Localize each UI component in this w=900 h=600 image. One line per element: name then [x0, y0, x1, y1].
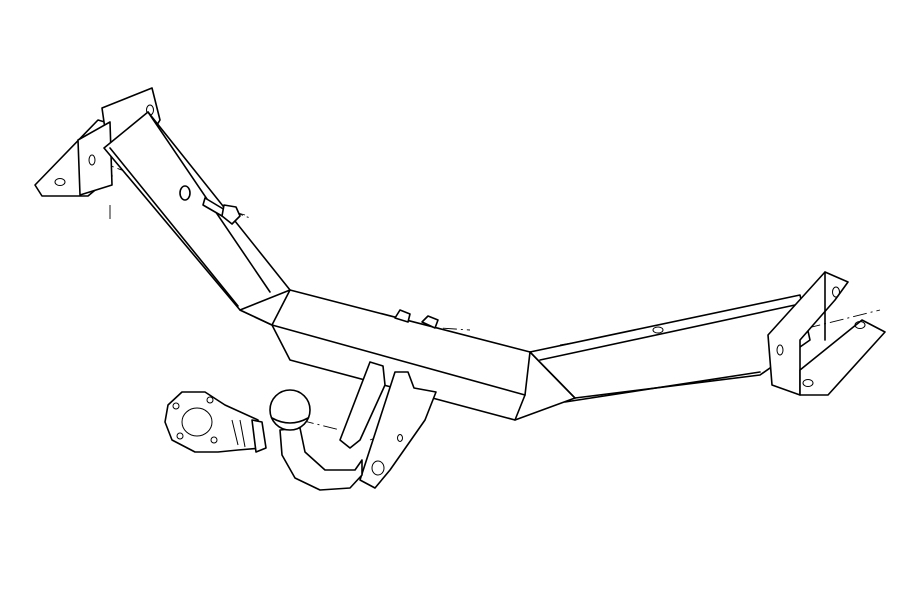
mounting-bolt: [179, 185, 241, 225]
cross-beam: [103, 111, 811, 421]
tow-ball-neck: [269, 389, 363, 491]
drop-plates: [339, 361, 437, 489]
right-mounting-bracket: [767, 271, 886, 396]
left-mounting-bracket: [34, 87, 161, 197]
socket-plate: [164, 391, 267, 453]
